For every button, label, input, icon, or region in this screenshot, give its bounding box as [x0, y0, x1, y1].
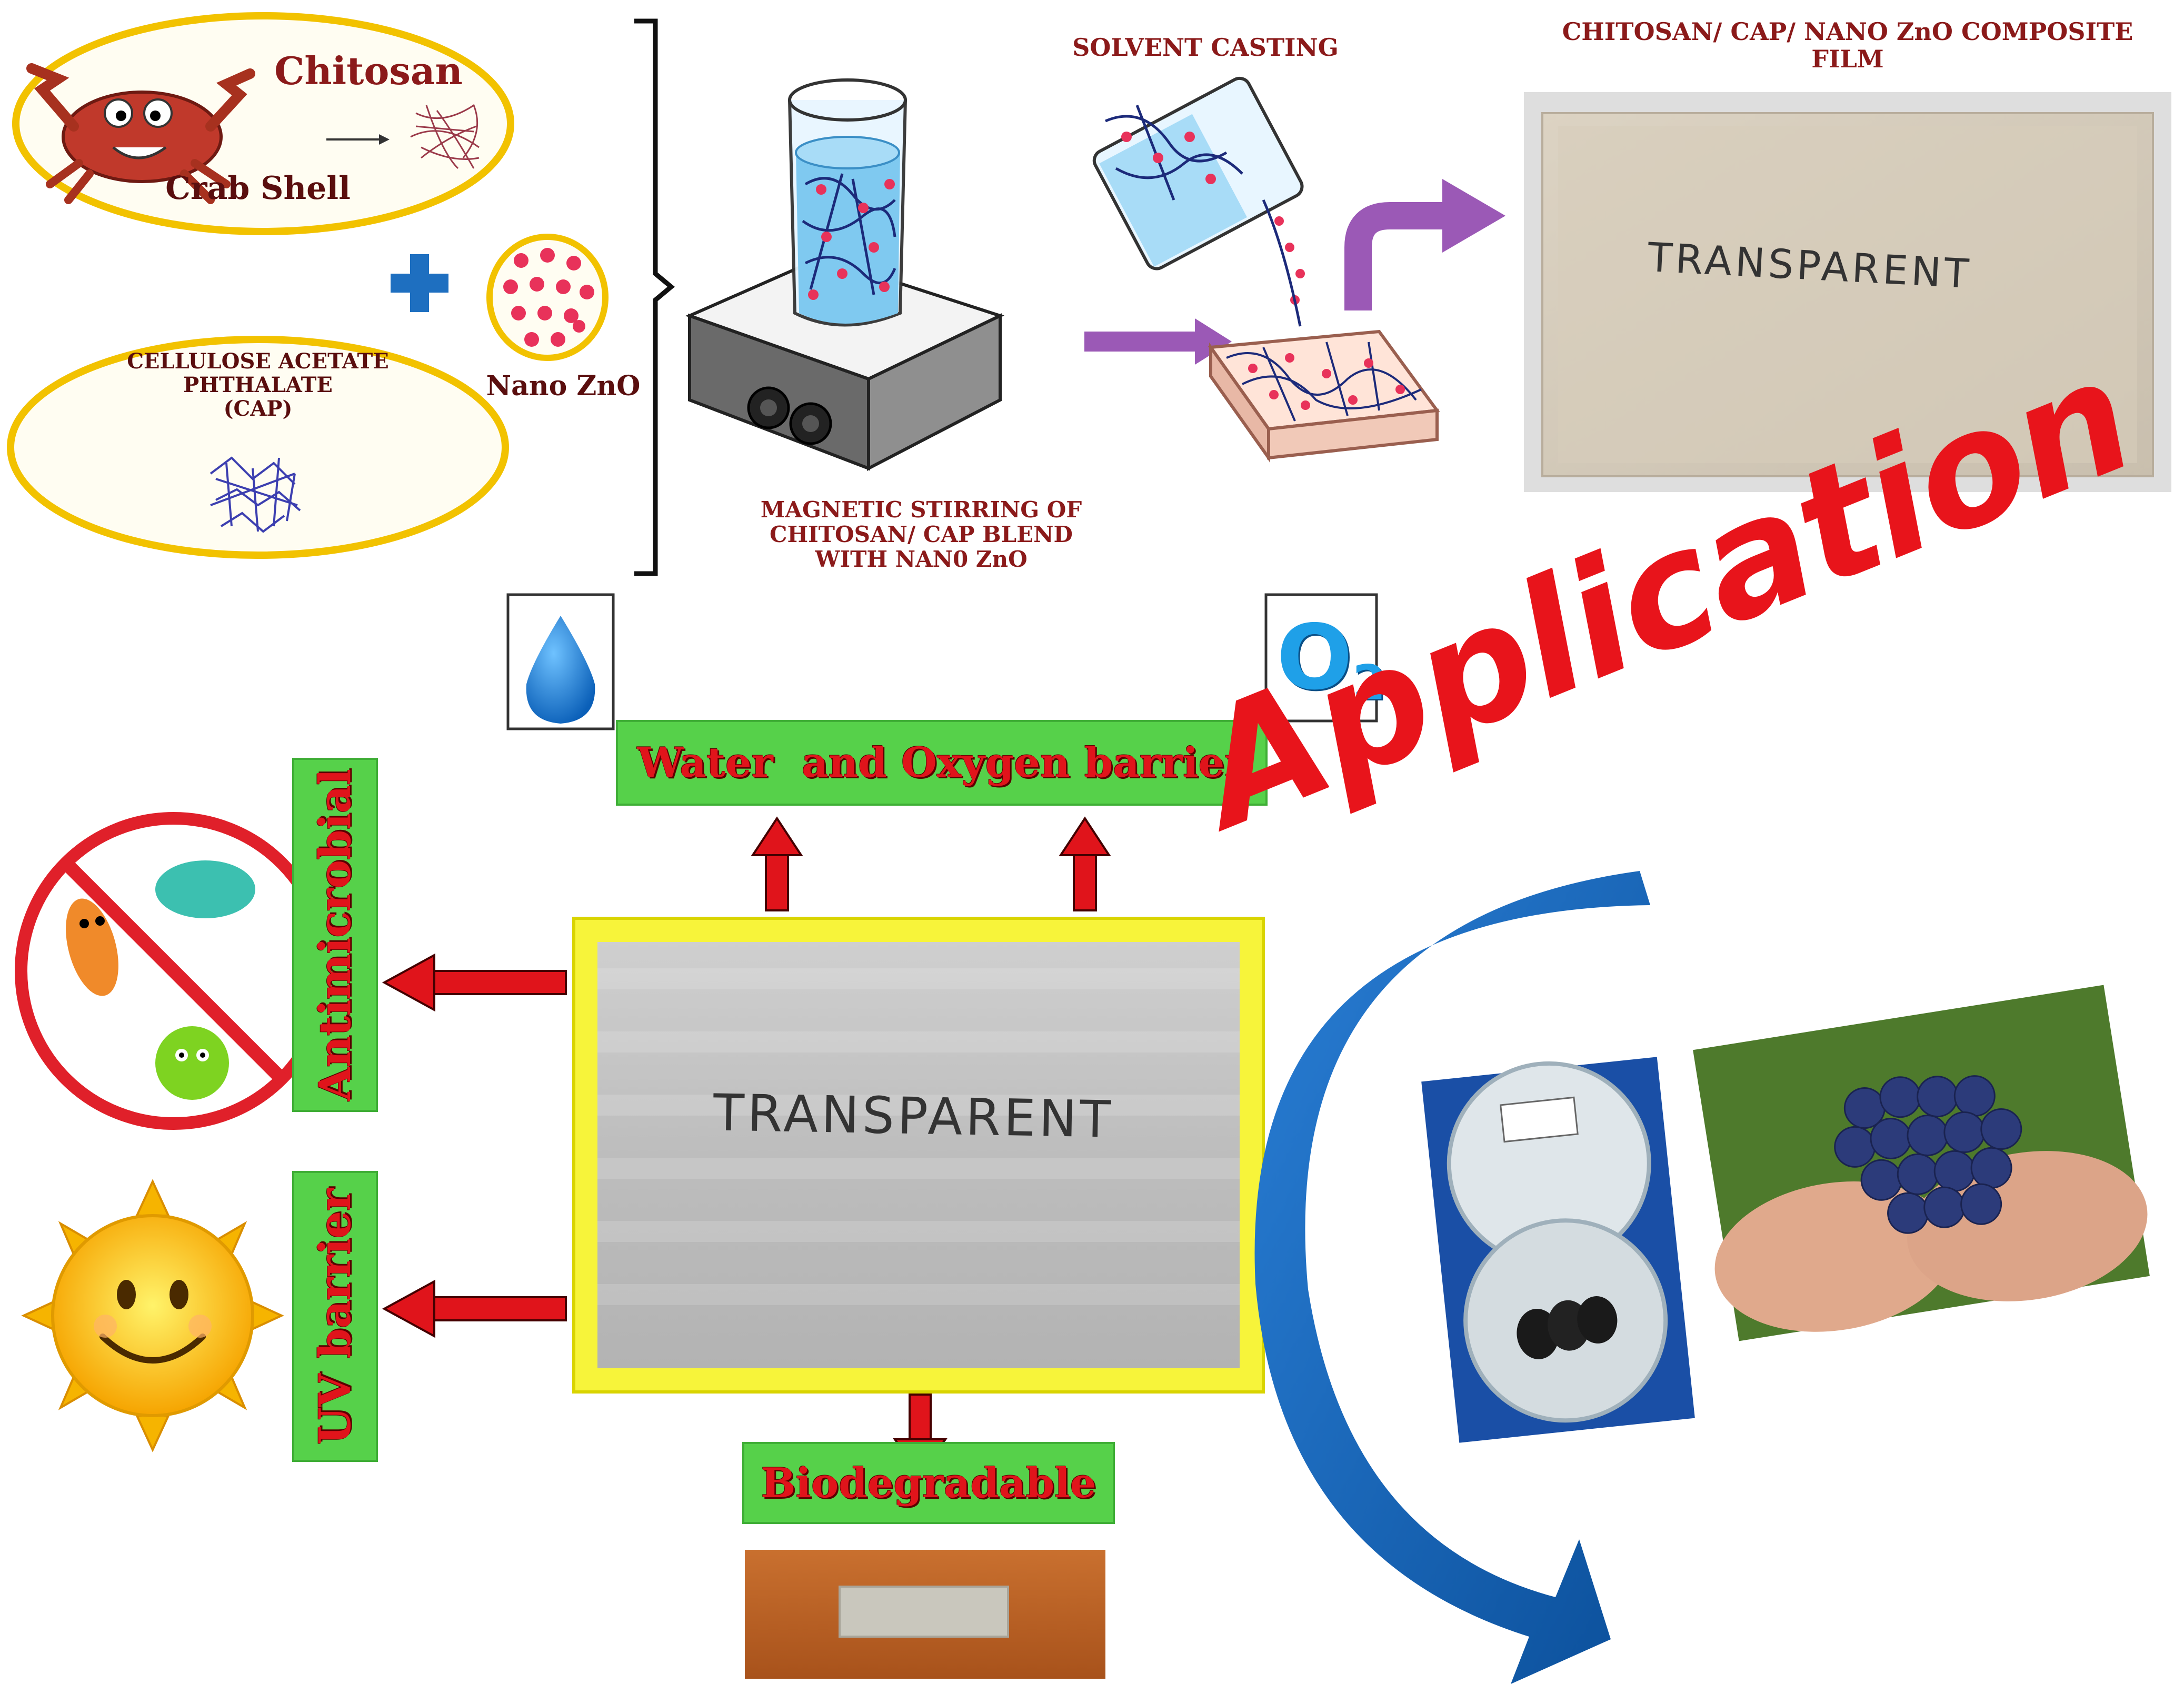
cap-label: CELLULOSE ACETATE PHTHALATE (CAP) — [127, 349, 389, 421]
center-film-text: TRANSPARENT — [713, 1083, 1115, 1149]
oxygen-symbol: O — [1277, 606, 1353, 710]
magnetic-stirrer-icon — [685, 78, 1005, 471]
plus-icon — [391, 254, 448, 312]
barrier-label: Water and Oxygen barrier — [637, 739, 1246, 787]
center-film — [572, 917, 1265, 1394]
antimicrobial-icon — [15, 812, 333, 1130]
sun-icon — [21, 1179, 284, 1452]
purple-arrow-right — [1084, 318, 1232, 365]
solvent-casting-label: SOLVENT CASTING — [1072, 33, 1339, 62]
cap-source — [7, 336, 509, 559]
composite-film-title: CHITOSAN/ CAP/ NANO ZnO COMPOSITE FILM — [1562, 17, 2133, 73]
uv-barrier-label: UV barrier — [310, 1188, 361, 1445]
antimicrobial-label: Antimicrobial — [310, 769, 361, 1101]
blue-curved-arrow — [1254, 871, 1650, 1684]
stirring-label: MAGNETIC STIRRING OF CHITOSAN/ CAP BLEND… — [760, 497, 1082, 573]
chitosan-fiber-icon — [410, 104, 480, 169]
grouping-bracket — [634, 18, 675, 576]
cap-network-icon — [210, 456, 301, 533]
oxygen-box — [1264, 593, 1378, 723]
oxygen-icon: O2 — [1277, 605, 1385, 710]
nano-zno-source — [486, 234, 609, 361]
solvent-casting-icon — [1092, 76, 1440, 463]
water-drop-box — [506, 593, 615, 730]
chitosan-label: Chitosan — [274, 48, 463, 93]
arrow-up-right — [1059, 816, 1111, 911]
nano-zno-label: Nano ZnO — [486, 370, 641, 402]
purple-curved-arrow — [1344, 179, 1505, 310]
antimicrobial-box: Antimicrobial — [292, 758, 378, 1112]
biodegradable-box: Biodegradable — [742, 1442, 1115, 1524]
crab-shell-label: Crab Shell — [165, 170, 351, 207]
grapes-photo — [1693, 985, 2150, 1341]
uv-barrier-box: UV barrier — [292, 1171, 378, 1462]
barrier-box: Water and Oxygen barrier — [616, 720, 1268, 806]
oxygen-subscript: 2 — [1352, 655, 1386, 710]
chitosan-source — [12, 12, 514, 235]
petri-dish-photo — [1421, 1057, 1695, 1443]
soil-photo — [745, 1550, 1105, 1679]
composite-film-photo — [1524, 92, 2171, 492]
water-drop-icon — [526, 616, 595, 724]
crab-icon — [26, 63, 255, 204]
arrow-up-left — [751, 816, 803, 911]
arrow-left-uv — [382, 1279, 567, 1338]
arrow-left-antimicrobial — [382, 953, 567, 1012]
biodegradable-label: Biodegradable — [761, 1459, 1096, 1507]
